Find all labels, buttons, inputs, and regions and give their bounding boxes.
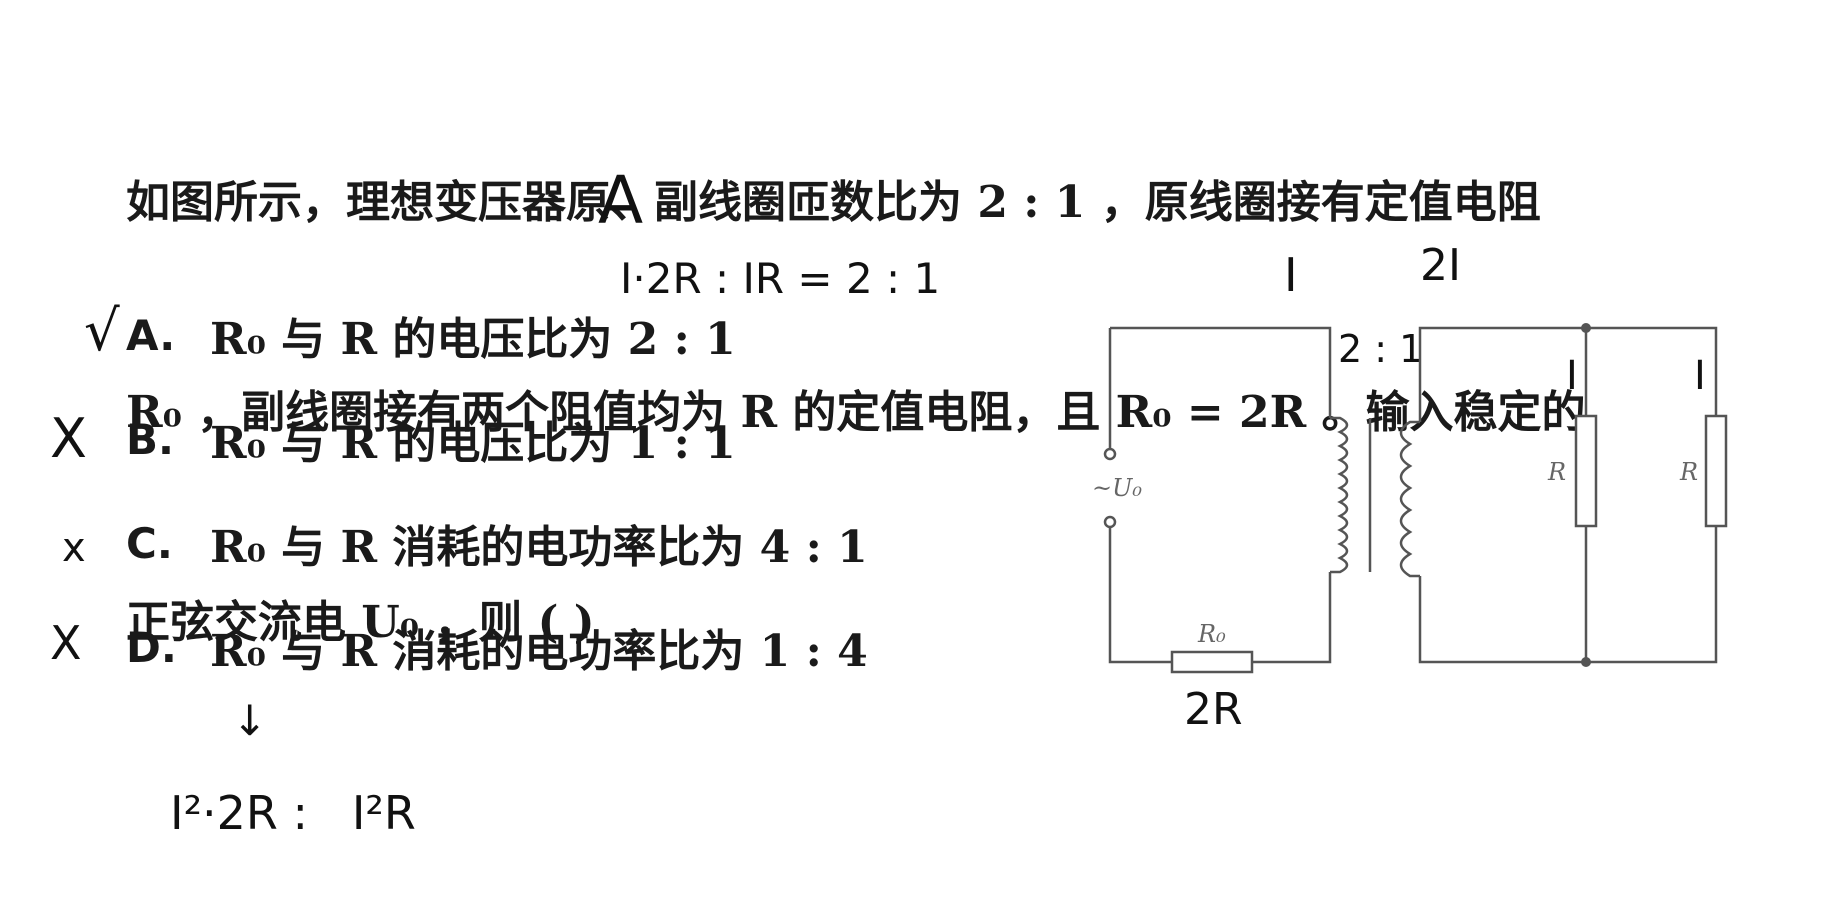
junction-top	[1581, 323, 1591, 333]
secondary-coil	[1399, 420, 1420, 578]
junction-bottom	[1581, 657, 1591, 667]
secondary-bottom-wire	[1418, 526, 1718, 664]
resistor-r2	[1704, 414, 1728, 528]
primary-bottom-wire	[1252, 572, 1332, 664]
handwritten-turns-ratio: 2 : 1	[1338, 327, 1424, 371]
primary-top-wire	[1110, 326, 1332, 418]
question-line-1: 如图所示，理想变压器原、副线圈匝数比为 2 : 1 ，原线圈接有定值电阻	[126, 177, 1541, 228]
source-terminal-top	[1103, 447, 1117, 461]
option-c-text: R₀ 与 R 消耗的电功率比为 4 : 1	[210, 522, 868, 573]
question-stem: 如图所示，理想变压器原、副线圈匝数比为 2 : 1 ，原线圈接有定值电阻 R₀ …	[126, 28, 1766, 798]
question-line-3: 正弦交流电 U₀ ，则 ( )	[126, 597, 595, 648]
secondary-top-wire	[1418, 326, 1718, 422]
handwritten-primary-current: I	[1284, 248, 1298, 302]
circuit-diagram: ~U₀ R₀ R R	[1092, 323, 1728, 674]
handwritten-secondary-current: 2I	[1420, 240, 1461, 291]
source-terminal-bottom	[1103, 515, 1117, 529]
handwritten-voltage-work: I·2R : IR = 2 : 1	[620, 254, 941, 303]
option-d[interactable]: D. R₀ 与 R 消耗的电功率比为 1 : 4	[126, 612, 1026, 682]
option-b-letter: B.	[126, 414, 174, 464]
resistor-r1-label: R	[1547, 458, 1566, 486]
source-label: ~U₀	[1092, 474, 1142, 502]
mark-c-cross: x	[62, 525, 86, 571]
option-c-letter: C.	[126, 518, 173, 568]
handwritten-branch-current-2: I	[1694, 353, 1706, 399]
mark-a-check: √	[84, 299, 120, 364]
mark-b-cross: X	[50, 407, 87, 470]
option-b[interactable]: B. R₀ 与 R 的电压比为 1 : 1	[126, 404, 1026, 474]
option-a[interactable]: A. R₀ 与 R 的电压比为 2 : 1	[126, 300, 1026, 370]
option-c[interactable]: C. R₀ 与 R 消耗的电功率比为 4 : 1	[126, 508, 1026, 578]
handwritten-arrow: ↓	[232, 696, 268, 745]
primary-left-wire-bottom	[1108, 527, 1172, 664]
handwritten-answer: A	[598, 162, 644, 239]
handwritten-power-work: I²·2R : I²R	[170, 786, 416, 840]
handwritten-branch-current-1: I	[1566, 353, 1578, 399]
option-d-letter: D.	[126, 622, 177, 672]
option-d-text: R₀ 与 R 消耗的电功率比为 1 : 4	[210, 626, 868, 677]
resistor-r1	[1574, 414, 1598, 528]
handwritten-r0-value: 2R	[1184, 684, 1243, 735]
r0-label: R₀	[1197, 620, 1226, 648]
option-a-text: R₀ 与 R 的电压比为 2 : 1	[210, 314, 736, 365]
r0-resistor	[1170, 650, 1254, 674]
mark-d-cross: X	[50, 616, 82, 670]
option-a-letter: A.	[126, 310, 176, 360]
option-b-text: R₀ 与 R 的电压比为 1 : 1	[210, 418, 736, 469]
resistor-r2-label: R	[1679, 458, 1698, 486]
primary-coil	[1330, 416, 1349, 574]
